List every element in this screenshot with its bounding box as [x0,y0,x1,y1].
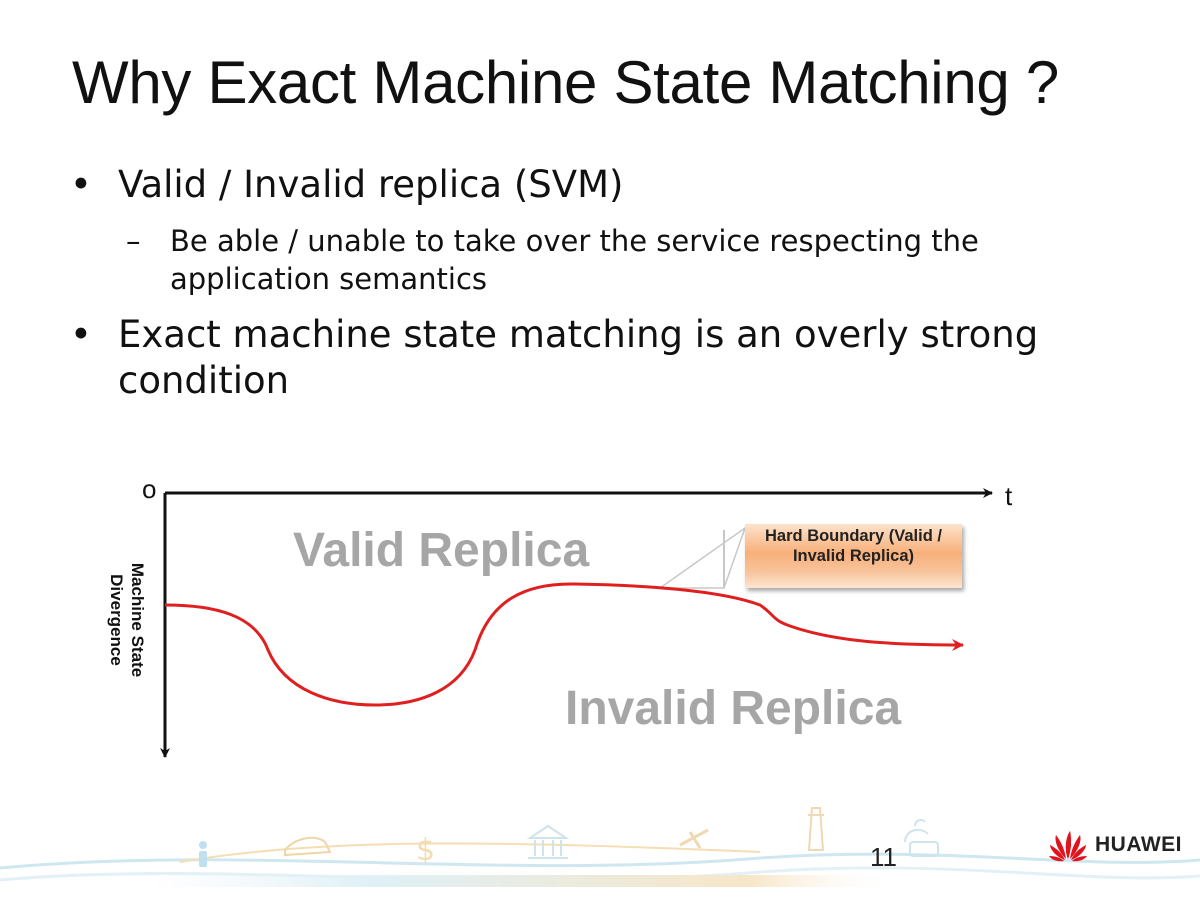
callout-pointer [657,526,747,589]
hard-boundary-callout: Hard Boundary (Valid / Invalid Replica) [745,524,962,588]
origin-label: o [142,474,156,504]
dollar-icon: $ [416,833,435,868]
bullet-marker: • [70,313,92,356]
slide-title: Why Exact Machine State Matching ? [72,49,1059,116]
airplane-icon [679,828,709,849]
car-icon [284,836,332,857]
bullet-list: • Valid / Invalid replica (SVM) – Be abl… [70,162,1130,418]
bullet-text: Valid / Invalid replica (SVM) [118,163,624,206]
sub-bullet-item: – Be able / unable to take over the serv… [70,222,1130,298]
sub-bullet-marker: – [126,224,141,258]
bullet-text: Exact machine state matching is an overl… [118,313,1039,402]
valid-region-label: Valid Replica [293,524,589,577]
bullet-item: • Exact machine state matching is an ove… [70,312,1130,404]
bank-icon [526,824,570,859]
person-icon [199,841,207,867]
y-axis-label: Machine State Divergence [107,562,147,678]
divergence-curve [164,582,964,707]
lighthouse-icon [807,807,825,851]
satellite-icon [904,818,939,857]
bullet-marker: • [70,163,92,206]
sub-bullet-text: Be able / unable to take over the servic… [170,224,979,296]
x-axis-label: t [1005,481,1013,511]
huawei-logo-icon [1049,831,1087,862]
invalid-region-label: Invalid Replica [565,682,901,735]
footer-decoration: $ [0,807,1200,887]
brand-name: HUAWEI [1095,833,1182,856]
bullet-item: • Valid / Invalid replica (SVM) [70,162,1130,208]
page-number: 11 [870,842,897,872]
